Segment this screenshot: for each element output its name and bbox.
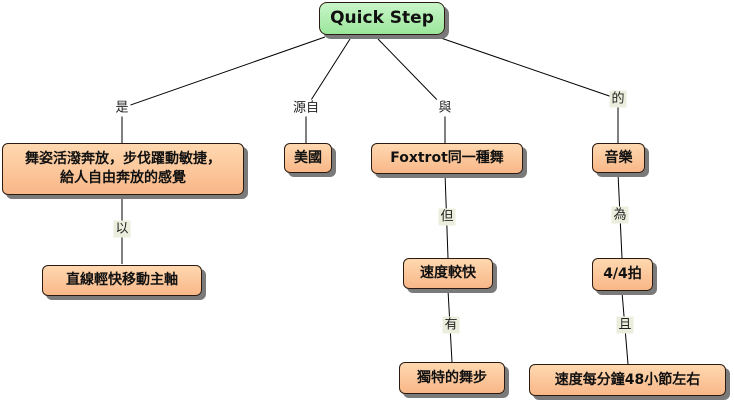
link-label-origin: 源自 [290,99,322,117]
node-tempo[interactable]: 速度每分鐘48小節左右 [529,364,726,396]
node-tempo-label: 速度每分鐘48小節左右 [554,371,701,388]
link-label-as: 為 [611,206,629,224]
node-beat-label: 4/4拍 [603,266,642,282]
node-straight-axis[interactable]: 直線輕快移動主軸 [42,265,202,296]
connector-root-of [437,36,619,100]
node-unique-steps[interactable]: 獨特的舞步 [399,362,505,394]
root-topic-quick-step[interactable]: Quick Step [319,2,445,35]
node-dance-line1: 舞姿活潑奔放，步伐躍動敏捷， [25,151,221,167]
node-music-label: 音樂 [604,149,633,166]
node-axis-label: 直線輕快移動主軸 [66,272,178,288]
node-faster[interactable]: 速度較快 [403,258,493,289]
connector-root-origin [305,38,351,109]
connector-root-with [377,38,446,109]
node-foxtrot-label: Foxtrot同一種舞 [390,150,504,166]
node-dance-description[interactable]: 舞姿活潑奔放，步伐躍動敏捷， 給人自由奔放的感覺 [2,143,244,195]
node-steps-label: 獨特的舞步 [417,369,487,386]
link-label-has: 有 [442,316,460,334]
node-music[interactable]: 音樂 [592,143,645,173]
link-label-and: 且 [616,316,634,334]
link-label-by: 以 [113,220,131,238]
node-dance-line2: 給人自由奔放的感覺 [60,170,186,186]
node-faster-label: 速度較快 [420,265,476,281]
node-usa-label: 美國 [294,149,322,166]
node-four-four-beat[interactable]: 4/4拍 [592,258,653,291]
connector-root-is [121,36,326,109]
link-label-but: 但 [438,208,456,226]
node-foxtrot[interactable]: Foxtrot同一種舞 [371,143,523,174]
link-label-with: 與 [436,99,454,117]
root-topic-label: Quick Step [330,8,434,28]
node-usa[interactable]: 美國 [284,143,332,173]
link-label-is: 是 [113,99,131,117]
link-label-of: 的 [609,90,627,108]
